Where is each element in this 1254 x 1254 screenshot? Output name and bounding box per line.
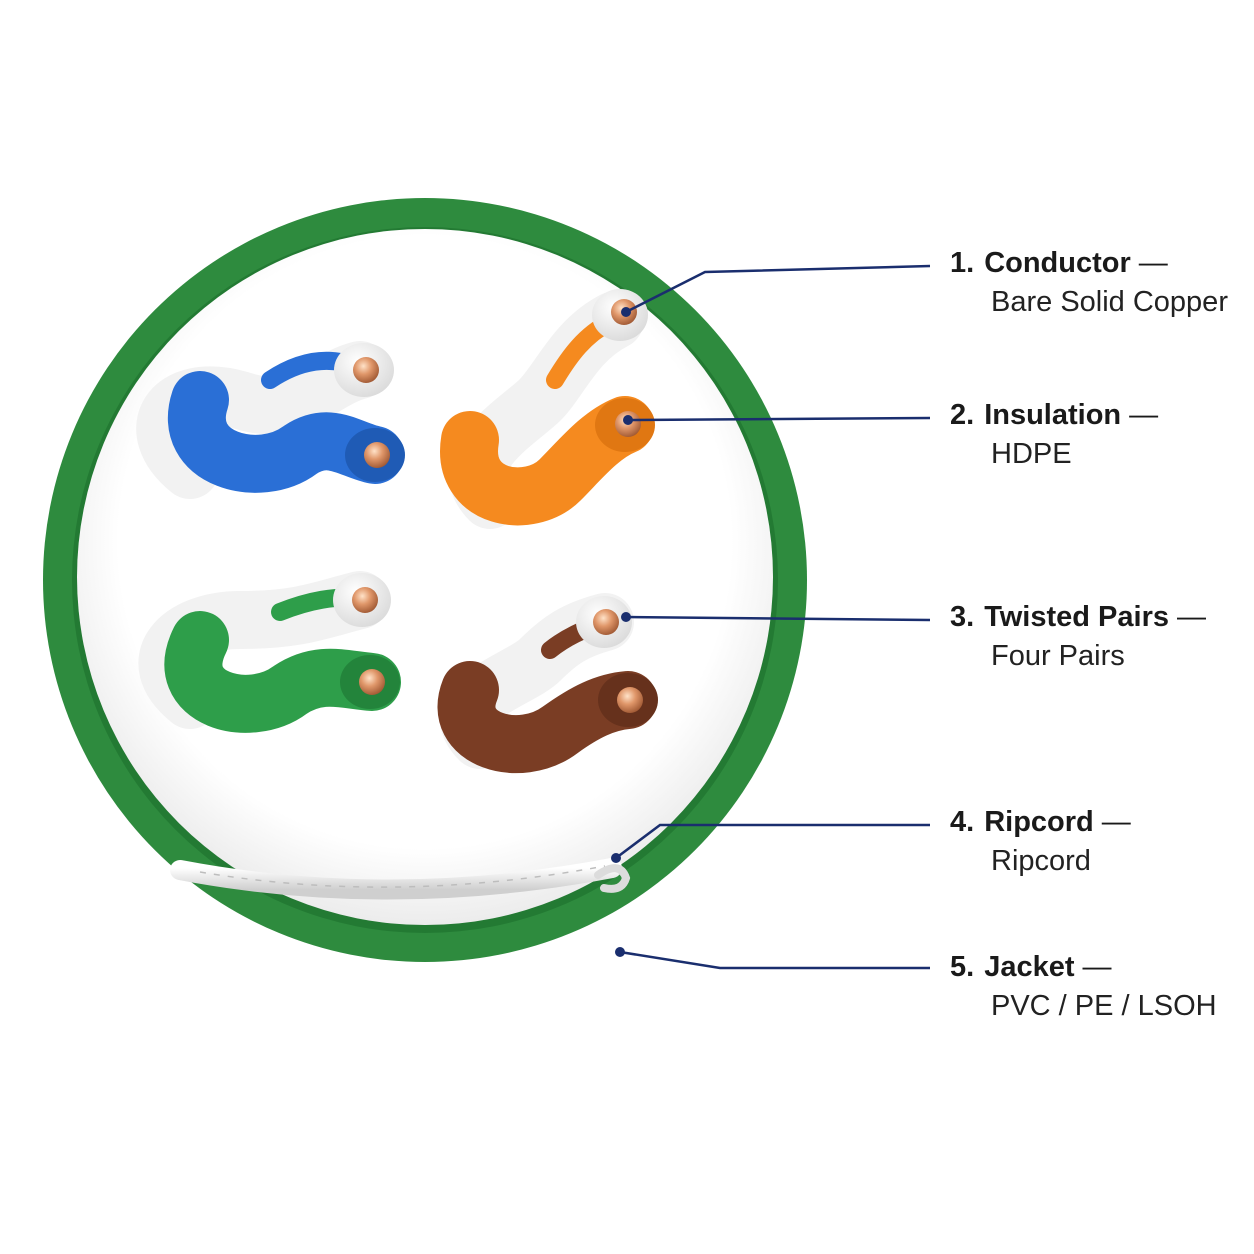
callout-title: Insulation xyxy=(984,399,1122,431)
callout-description: Bare Solid Copper xyxy=(991,286,1228,318)
ripcord-end xyxy=(594,864,631,893)
twisted-pair-green xyxy=(138,571,401,733)
twisted-pair-orange xyxy=(440,289,655,529)
callout-description: Ripcord xyxy=(991,845,1091,877)
callout-title: Ripcord xyxy=(984,806,1094,838)
pair-green-white-conductor xyxy=(352,587,378,613)
callout-description: PVC / PE / LSOH xyxy=(991,990,1217,1022)
pair-blue-white-conductor xyxy=(353,357,379,383)
callout-number: 5. xyxy=(950,951,975,983)
leader-line-conductor xyxy=(625,264,931,314)
ripcord xyxy=(170,858,631,900)
callout-description: Four Pairs xyxy=(991,640,1125,672)
pair-brown-white-conductor xyxy=(593,609,619,635)
leader-line-ripcord xyxy=(615,823,930,859)
pair-brown-conductor xyxy=(617,687,643,713)
callout-number: 2. xyxy=(950,399,975,431)
twisted-pair-brown xyxy=(437,593,658,773)
callout-title: Conductor xyxy=(984,247,1131,279)
leader-dots xyxy=(611,307,633,957)
leader-dot-ripcord xyxy=(611,853,621,863)
leader-dot-insulation xyxy=(623,415,633,425)
pair-blue-conductor xyxy=(364,442,390,468)
ripcord-strand xyxy=(170,858,622,900)
callout-twisted-pairs: 3. Twisted Pairs— Four Pairs xyxy=(950,601,1206,673)
callout-jacket: 5. Jacket— PVC / PE / LSOH xyxy=(950,951,1217,1023)
callout-number: 3. xyxy=(950,601,975,633)
callout-number: 4. xyxy=(950,806,975,838)
leader-line-insulation xyxy=(627,416,931,422)
jacket xyxy=(43,198,807,962)
callout-dash: — xyxy=(1082,951,1112,983)
callout-conductor: 1. Conductor— Bare Solid Copper xyxy=(950,247,1228,319)
jacket-cavity xyxy=(77,229,773,925)
callout-insulation: 2. Insulation— HDPE xyxy=(950,399,1158,471)
callout-dash: — xyxy=(1129,399,1159,431)
callout-ripcord: 4.Ripcord— Ripcord xyxy=(950,806,1131,878)
ripcord-twist xyxy=(199,865,606,888)
leader-dot-conductor xyxy=(621,307,631,317)
callout-title: Jacket xyxy=(984,951,1075,983)
leader-dot-jacket xyxy=(615,947,625,957)
leader-line-twisted-pairs xyxy=(625,615,931,622)
leader-lines xyxy=(615,264,931,970)
pair-green-conductor xyxy=(359,669,385,695)
callout-dash: — xyxy=(1101,806,1131,838)
leader-dot-twisted-pairs xyxy=(621,612,631,622)
callout-dash: — xyxy=(1177,601,1206,633)
twisted-pair-blue xyxy=(136,341,405,499)
callout-number: 1. xyxy=(950,247,975,279)
callout-dash: — xyxy=(1138,247,1168,279)
leader-line-jacket xyxy=(619,950,930,970)
callout-title: Twisted Pairs xyxy=(984,601,1169,633)
pair-blue-white-wire xyxy=(136,341,389,499)
callout-description: HDPE xyxy=(991,438,1072,470)
pair-orange-wire xyxy=(440,396,654,526)
